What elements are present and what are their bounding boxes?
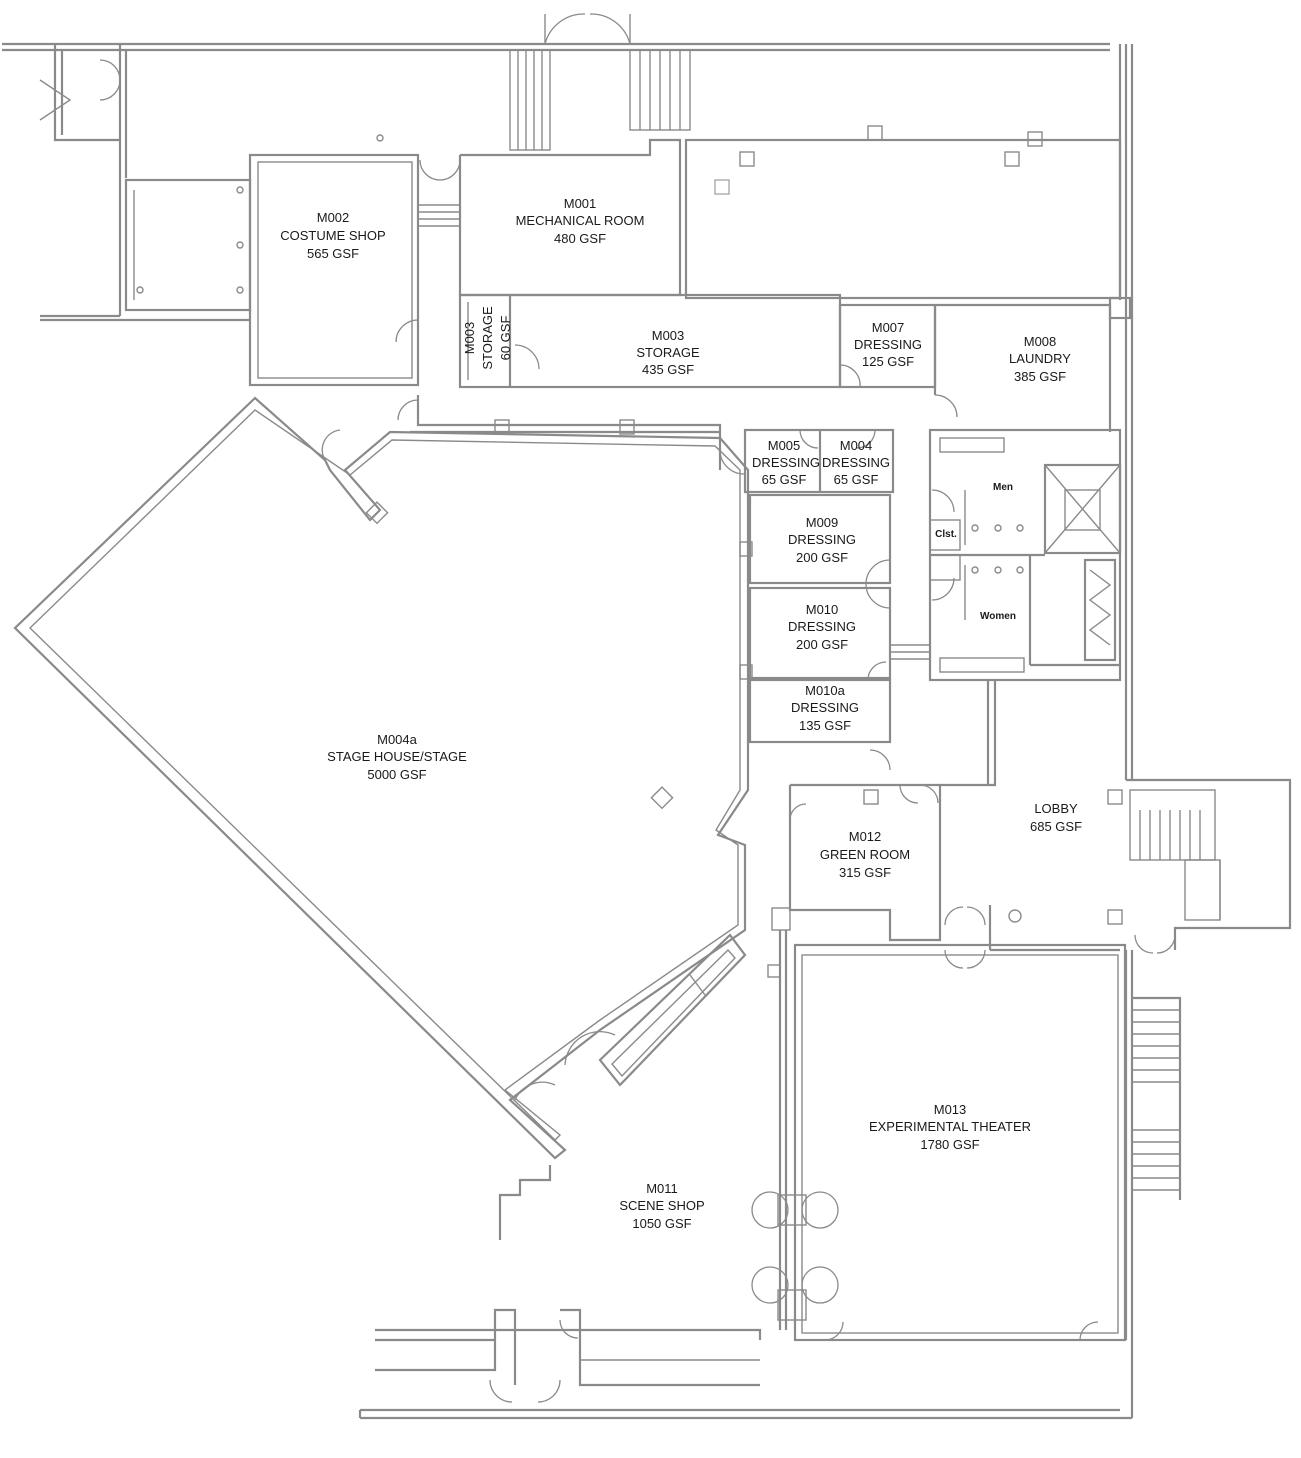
- m003-small-code: M003: [462, 322, 477, 355]
- lobby-area: 685 GSF: [1030, 819, 1082, 834]
- m003-small-name: STORAGE: [480, 306, 495, 370]
- m010a-name: DRESSING: [791, 700, 859, 715]
- m003-code: M003: [652, 328, 685, 343]
- room-m008: [933, 303, 1112, 432]
- m009-code: M009: [806, 515, 839, 530]
- m004a-code: M004a: [377, 732, 418, 747]
- m007-code: M007: [872, 320, 905, 335]
- m012-code: M012: [849, 829, 882, 844]
- room-m012: [771, 749, 942, 942]
- m004-area: 65 GSF: [834, 472, 879, 487]
- m011-area: 1050 GSF: [632, 1216, 691, 1231]
- m010-code: M010: [806, 602, 839, 617]
- m013-code: M013: [934, 1102, 967, 1117]
- m002-name: COSTUME SHOP: [280, 228, 385, 243]
- m004-name: DRESSING: [822, 455, 890, 470]
- east-stairs: [1126, 778, 1292, 1200]
- room-m013: [751, 930, 1127, 1342]
- room-lobby: [940, 680, 1176, 969]
- room-labels: M002 COSTUME SHOP 565 GSF M001 MECHANICA…: [280, 196, 1082, 1231]
- m013-area: 1780 GSF: [920, 1137, 979, 1152]
- north-stairs: [509, 13, 691, 151]
- room-m005-m004: [743, 428, 895, 494]
- west-annex: [99, 59, 384, 312]
- m010a-area: 135 GSF: [799, 718, 851, 733]
- m011-code: M011: [646, 1181, 678, 1196]
- m004a-name: STAGE HOUSE/STAGE: [327, 749, 467, 764]
- m010-area: 200 GSF: [796, 637, 848, 652]
- m012-name: GREEN ROOM: [820, 847, 910, 862]
- m007-name: DRESSING: [854, 337, 922, 352]
- m013-name: EXPERIMENTAL THEATER: [869, 1119, 1031, 1134]
- m004-code: M004: [840, 438, 873, 453]
- m003-small-area: 60 GSF: [498, 316, 513, 361]
- m003-area: 435 GSF: [642, 362, 694, 377]
- m002-code: M002: [317, 210, 350, 225]
- m008-name: LAUNDRY: [1009, 351, 1071, 366]
- women-label: Women: [980, 611, 1016, 622]
- lobby-name: LOBBY: [1034, 801, 1078, 816]
- m004a-area: 5000 GSF: [367, 767, 426, 782]
- m001-name: MECHANICAL ROOM: [516, 213, 645, 228]
- m007-area: 125 GSF: [862, 354, 914, 369]
- m001-code: M001: [564, 196, 597, 211]
- m012-area: 315 GSF: [839, 865, 891, 880]
- m001-area: 480 GSF: [554, 231, 606, 246]
- m008-code: M008: [1024, 334, 1057, 349]
- m005-code: M005: [768, 438, 801, 453]
- room-upper-right: [684, 125, 1132, 320]
- m009-name: DRESSING: [788, 532, 856, 547]
- m008-area: 385 GSF: [1014, 369, 1066, 384]
- m005-area: 65 GSF: [762, 472, 807, 487]
- room-m002: [248, 153, 460, 387]
- room-m011: [375, 1165, 762, 1403]
- men-label: Men: [993, 482, 1013, 493]
- ramp: [598, 933, 747, 1087]
- m009-area: 200 GSF: [796, 550, 848, 565]
- restroom-core: [890, 428, 1122, 682]
- m003-name: STORAGE: [636, 345, 700, 360]
- exterior-walls: [2, 42, 1134, 1420]
- m010-name: DRESSING: [788, 619, 856, 634]
- closet-label: Clst.: [935, 529, 957, 540]
- m005-name: DRESSING: [752, 455, 820, 470]
- m002-area: 565 GSF: [307, 246, 359, 261]
- room-m010a: [748, 661, 892, 744]
- room-m004a: [13, 396, 750, 1160]
- m010a-code: M010a: [805, 683, 846, 698]
- m011-name: SCENE SHOP: [619, 1198, 704, 1213]
